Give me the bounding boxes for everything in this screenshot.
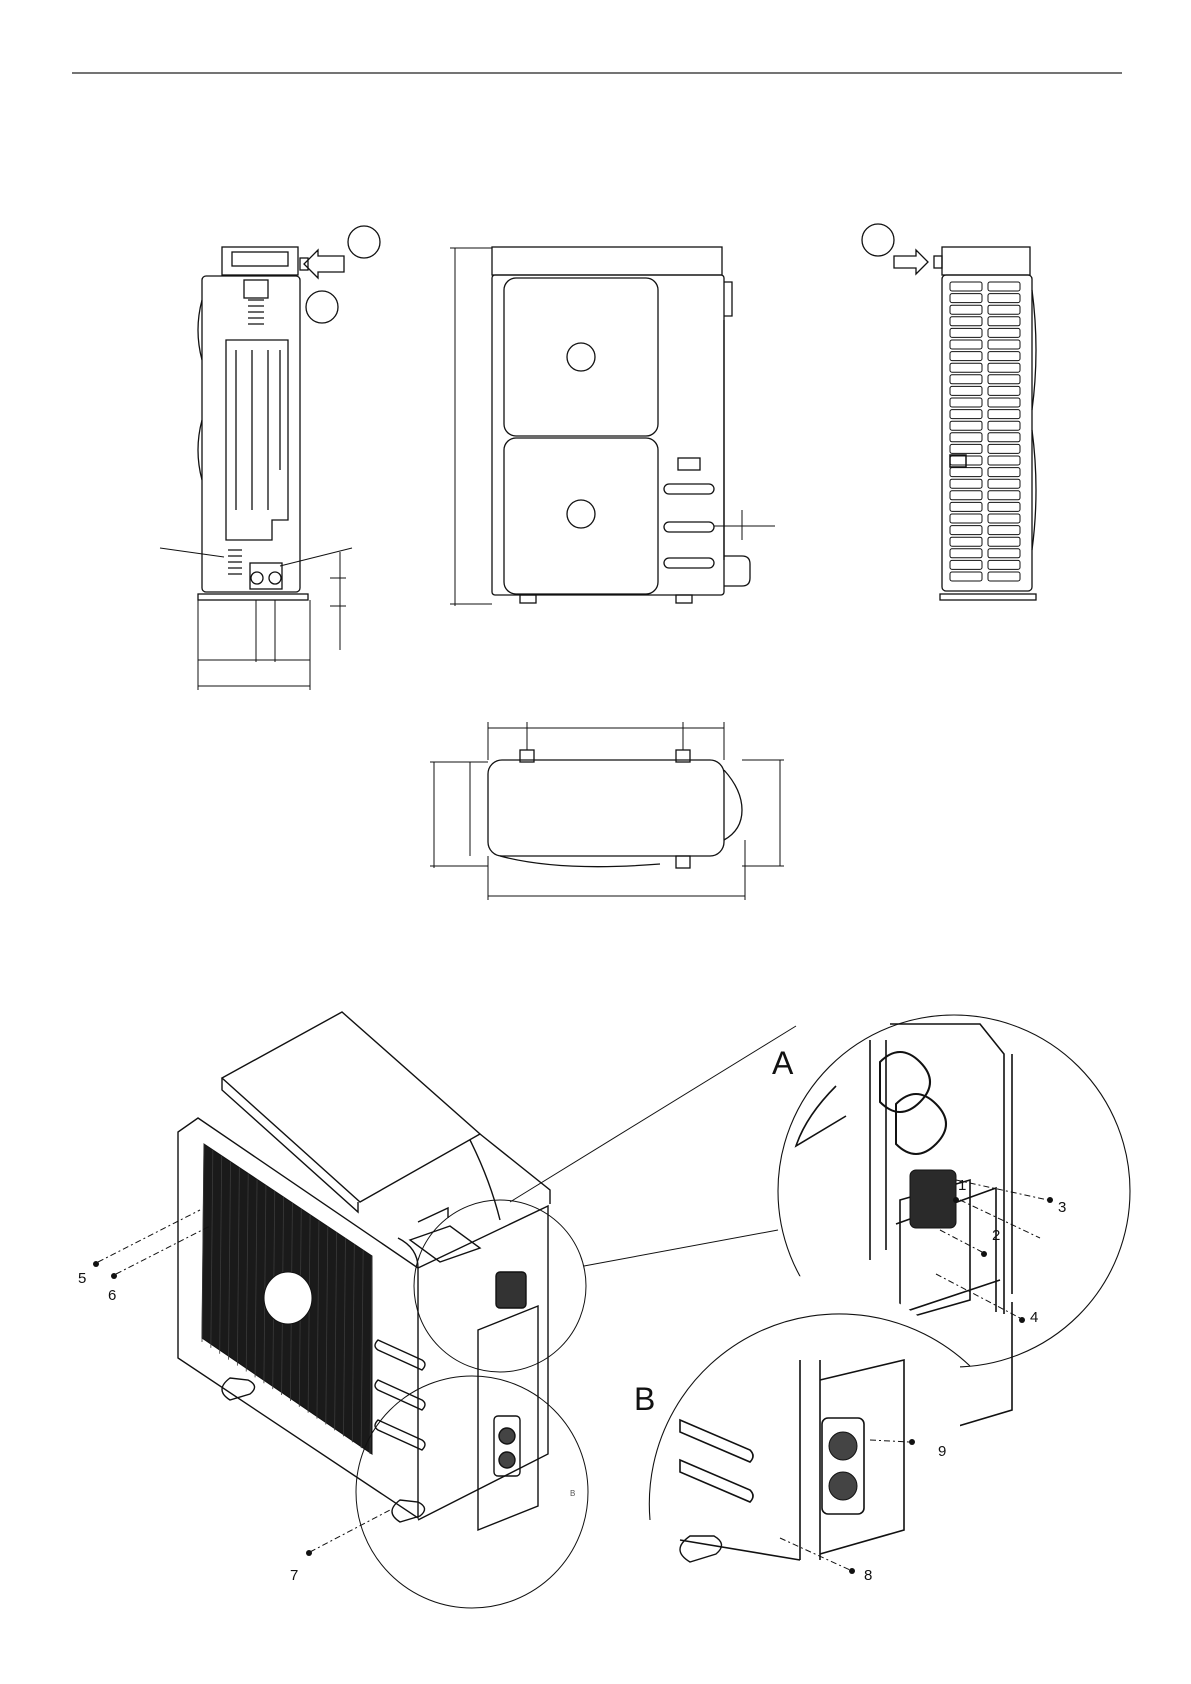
vent-slot xyxy=(988,305,1020,314)
vent-slot xyxy=(988,549,1020,558)
vent-slot xyxy=(988,514,1020,523)
marker-circle-top xyxy=(348,226,380,258)
vent-slot xyxy=(950,502,982,511)
vent-slot xyxy=(950,537,982,546)
marker-circle-mid xyxy=(306,291,338,323)
vent-slot xyxy=(988,560,1020,569)
top-view xyxy=(488,750,742,868)
vent-slot xyxy=(988,526,1020,535)
vent-slot xyxy=(988,468,1020,477)
front-view xyxy=(492,247,750,603)
callout-8: 8 xyxy=(864,1567,872,1584)
vent-slot xyxy=(950,305,982,314)
vent-slot xyxy=(988,294,1020,303)
vent-slot xyxy=(988,433,1020,442)
vent-slots-right xyxy=(950,282,1020,581)
vent-slot xyxy=(950,317,982,326)
detail-b-circle-mark: B xyxy=(570,1489,575,1498)
callout-3: 3 xyxy=(1058,1199,1066,1216)
callout-4: 4 xyxy=(1030,1309,1038,1326)
vent-slot xyxy=(950,421,982,430)
vent-slot xyxy=(950,340,982,349)
vent-slot xyxy=(988,340,1020,349)
vent-slot xyxy=(988,479,1020,488)
vent-slot xyxy=(950,491,982,500)
vent-slot xyxy=(988,491,1020,500)
vent-slot xyxy=(988,375,1020,384)
vent-slot xyxy=(988,282,1020,291)
vent-slot xyxy=(950,375,982,384)
service-panel xyxy=(478,1272,538,1530)
vent-slot xyxy=(950,294,982,303)
vent-slot xyxy=(988,363,1020,372)
callout-6: 6 xyxy=(108,1287,116,1304)
vent-slot xyxy=(988,502,1020,511)
vent-slot xyxy=(988,398,1020,407)
callout-5: 5 xyxy=(78,1270,86,1287)
vent-slot xyxy=(988,410,1020,419)
vent-slot xyxy=(988,456,1020,465)
vent-slot xyxy=(950,398,982,407)
vent-slot xyxy=(988,386,1020,395)
detail-b-label: B xyxy=(634,1381,655,1417)
vent-slot xyxy=(988,444,1020,453)
vent-slot xyxy=(950,352,982,361)
vent-slot xyxy=(950,560,982,569)
vent-slot xyxy=(950,514,982,523)
vent-slot xyxy=(950,433,982,442)
callout-1: 1 xyxy=(958,1177,966,1194)
dimension-lines-top xyxy=(430,722,784,900)
callout-7: 7 xyxy=(290,1567,298,1584)
airflow-arrow-left xyxy=(300,250,344,278)
dimension-lines-front xyxy=(450,248,775,606)
vent-slot xyxy=(950,549,982,558)
vent-slot xyxy=(988,421,1020,430)
vent-slot xyxy=(988,317,1020,326)
vent-slot xyxy=(950,282,982,291)
callout-9: 9 xyxy=(938,1443,946,1460)
detail-a-connectors xyxy=(510,1026,796,1266)
detail-a-label: A xyxy=(772,1045,794,1081)
vent-slot xyxy=(950,572,982,581)
detail-b xyxy=(605,1276,970,1582)
vent-slot xyxy=(950,328,982,337)
vent-slot xyxy=(988,352,1020,361)
vent-slot xyxy=(950,479,982,488)
vent-slot xyxy=(950,468,982,477)
vent-slot xyxy=(988,572,1020,581)
vent-slot xyxy=(988,537,1020,546)
vent-slot xyxy=(950,363,982,372)
marker-circle-right xyxy=(862,224,894,256)
vent-slot xyxy=(950,410,982,419)
vent-slot xyxy=(950,444,982,453)
side-view-left xyxy=(198,247,308,600)
callout-2: 2 xyxy=(992,1227,1000,1244)
vent-slot xyxy=(950,386,982,395)
vent-slot xyxy=(988,328,1020,337)
vent-slot xyxy=(950,526,982,535)
airflow-arrow-right xyxy=(894,250,942,274)
